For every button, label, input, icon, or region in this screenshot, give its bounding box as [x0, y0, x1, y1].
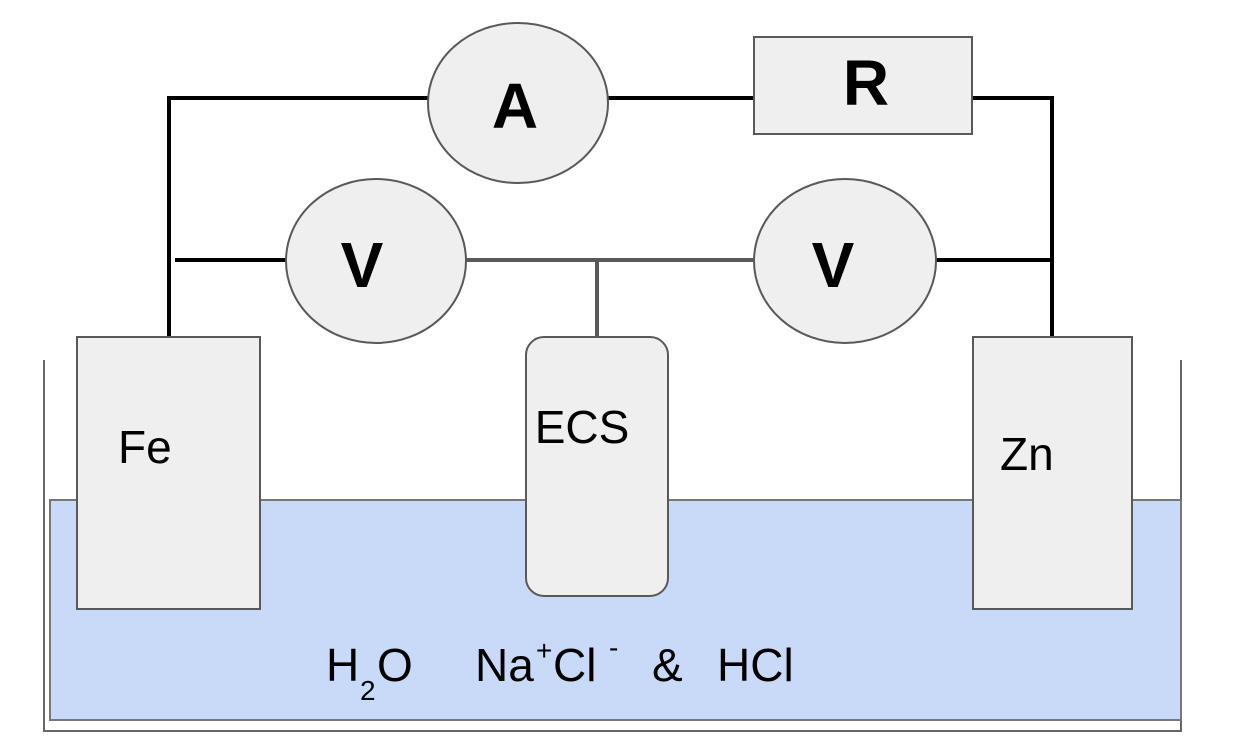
reference-electrode-body: [525, 336, 669, 597]
voltmeter-right-label: V: [812, 229, 855, 301]
voltmeter-left-label: V: [341, 229, 384, 301]
electrode-zn-body: [972, 336, 1133, 610]
solution-label: H 2 O Na + Cl - & HCl: [326, 632, 794, 706]
electrode-fe-body: [76, 336, 261, 610]
solution-water-main: H: [326, 639, 359, 691]
resistor-label: R: [843, 47, 889, 119]
solution-acid: HCl: [717, 639, 794, 691]
voltmeter-left-body: [285, 178, 467, 344]
reference-electrode-ecs: ECS: [525, 336, 669, 597]
electrode-fe-label: Fe: [118, 421, 172, 473]
voltmeter-right-body: [753, 178, 937, 344]
reference-electrode-label: ECS: [535, 401, 630, 453]
voltmeter-left: V: [285, 178, 467, 344]
electrode-fe: Fe: [76, 336, 261, 610]
solution-chloride: Cl: [553, 639, 596, 691]
solution-connector: &: [652, 639, 683, 691]
ammeter-body: [427, 22, 609, 184]
resistor: R: [753, 36, 973, 135]
wire-fe-to-ammeter: [167, 96, 428, 337]
solution-water-tail: O: [377, 639, 413, 691]
voltmeter-right: V: [753, 178, 937, 344]
electrode-zn-label: Zn: [1000, 428, 1054, 480]
solution-chloride-charge: -: [609, 632, 618, 663]
solution-sodium: Na: [475, 639, 534, 691]
resistor-body: [753, 36, 973, 135]
ammeter: A: [427, 22, 609, 184]
wires: [167, 96, 1054, 337]
ammeter-label: A: [492, 70, 538, 142]
solution-sodium-charge: +: [536, 635, 552, 666]
wire-resistor-to-zn: [972, 96, 1054, 337]
solution-water-subscript: 2: [360, 675, 376, 706]
electrode-zn: Zn: [972, 336, 1133, 610]
